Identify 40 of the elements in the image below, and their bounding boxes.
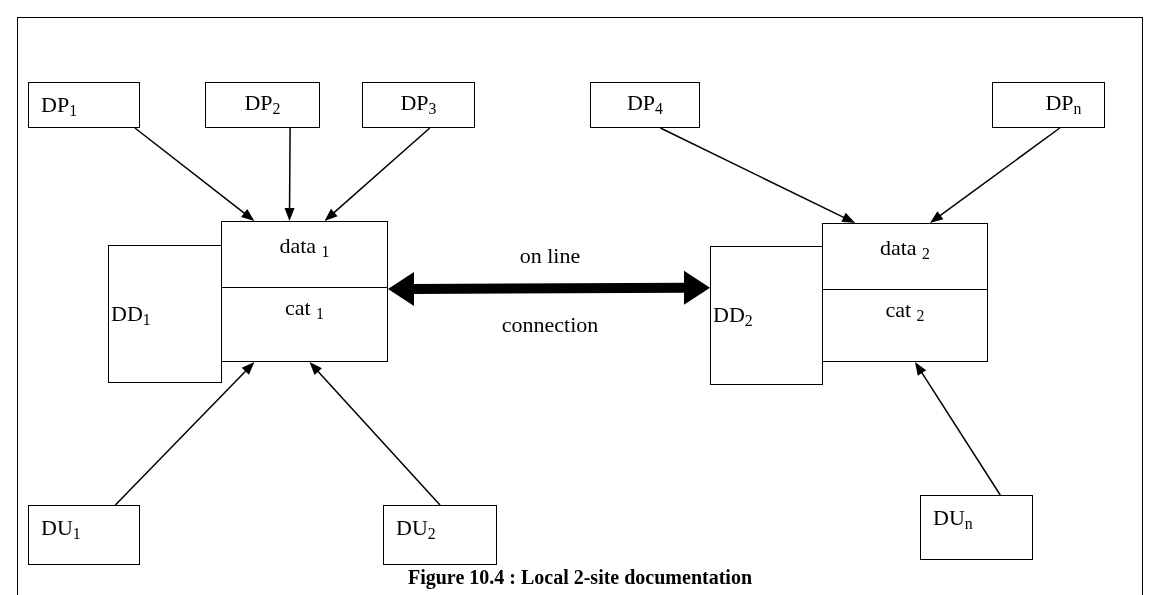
node-box (710, 246, 823, 385)
node-label: cat $_{1}$ (284, 296, 325, 321)
node-box (205, 82, 320, 128)
node-label: DD$_{1}$ (111, 301, 151, 327)
node-label: DP$_{3}$ (400, 91, 437, 116)
node-box (992, 82, 1105, 128)
figure-caption: Figure 10.4 : Local 2-site documentation (408, 566, 752, 589)
arrow (284, 127, 295, 221)
node-box (221, 221, 388, 289)
node-box (822, 223, 988, 291)
node-box (362, 82, 475, 128)
node-label: DU$_{1}$ (41, 516, 81, 541)
connection-label: on line (519, 243, 581, 269)
arrow (114, 362, 255, 506)
arrow (929, 127, 1061, 223)
node-label: DP$_{4}$ (626, 91, 663, 116)
node-label: data $_{1}$ (279, 234, 330, 259)
node-label: DP$_{n}$ (1045, 91, 1082, 116)
connection-label: connection (501, 312, 599, 338)
node-box (28, 505, 140, 565)
node-box (383, 505, 497, 565)
node-box (920, 495, 1033, 560)
node-label: cat $_{2}$ (885, 298, 925, 323)
arrow (134, 127, 255, 221)
double-arrow (388, 270, 710, 306)
arrow (324, 127, 431, 221)
node-label: DU$_{2}$ (396, 516, 436, 541)
node-label: DP$_{1}$ (41, 93, 78, 118)
node-box (108, 245, 222, 383)
arrow (659, 127, 856, 223)
arrow (914, 362, 1001, 496)
node-box (590, 82, 700, 128)
node-label: DU$_{n}$ (933, 506, 973, 531)
node-label: data $_{2}$ (879, 236, 931, 261)
node-box (221, 287, 388, 362)
node-box (822, 289, 988, 362)
node-box (28, 82, 140, 128)
node-label: DP$_{2}$ (244, 91, 281, 116)
arrow (309, 362, 441, 506)
node-label: DD$_{2}$ (713, 303, 753, 328)
